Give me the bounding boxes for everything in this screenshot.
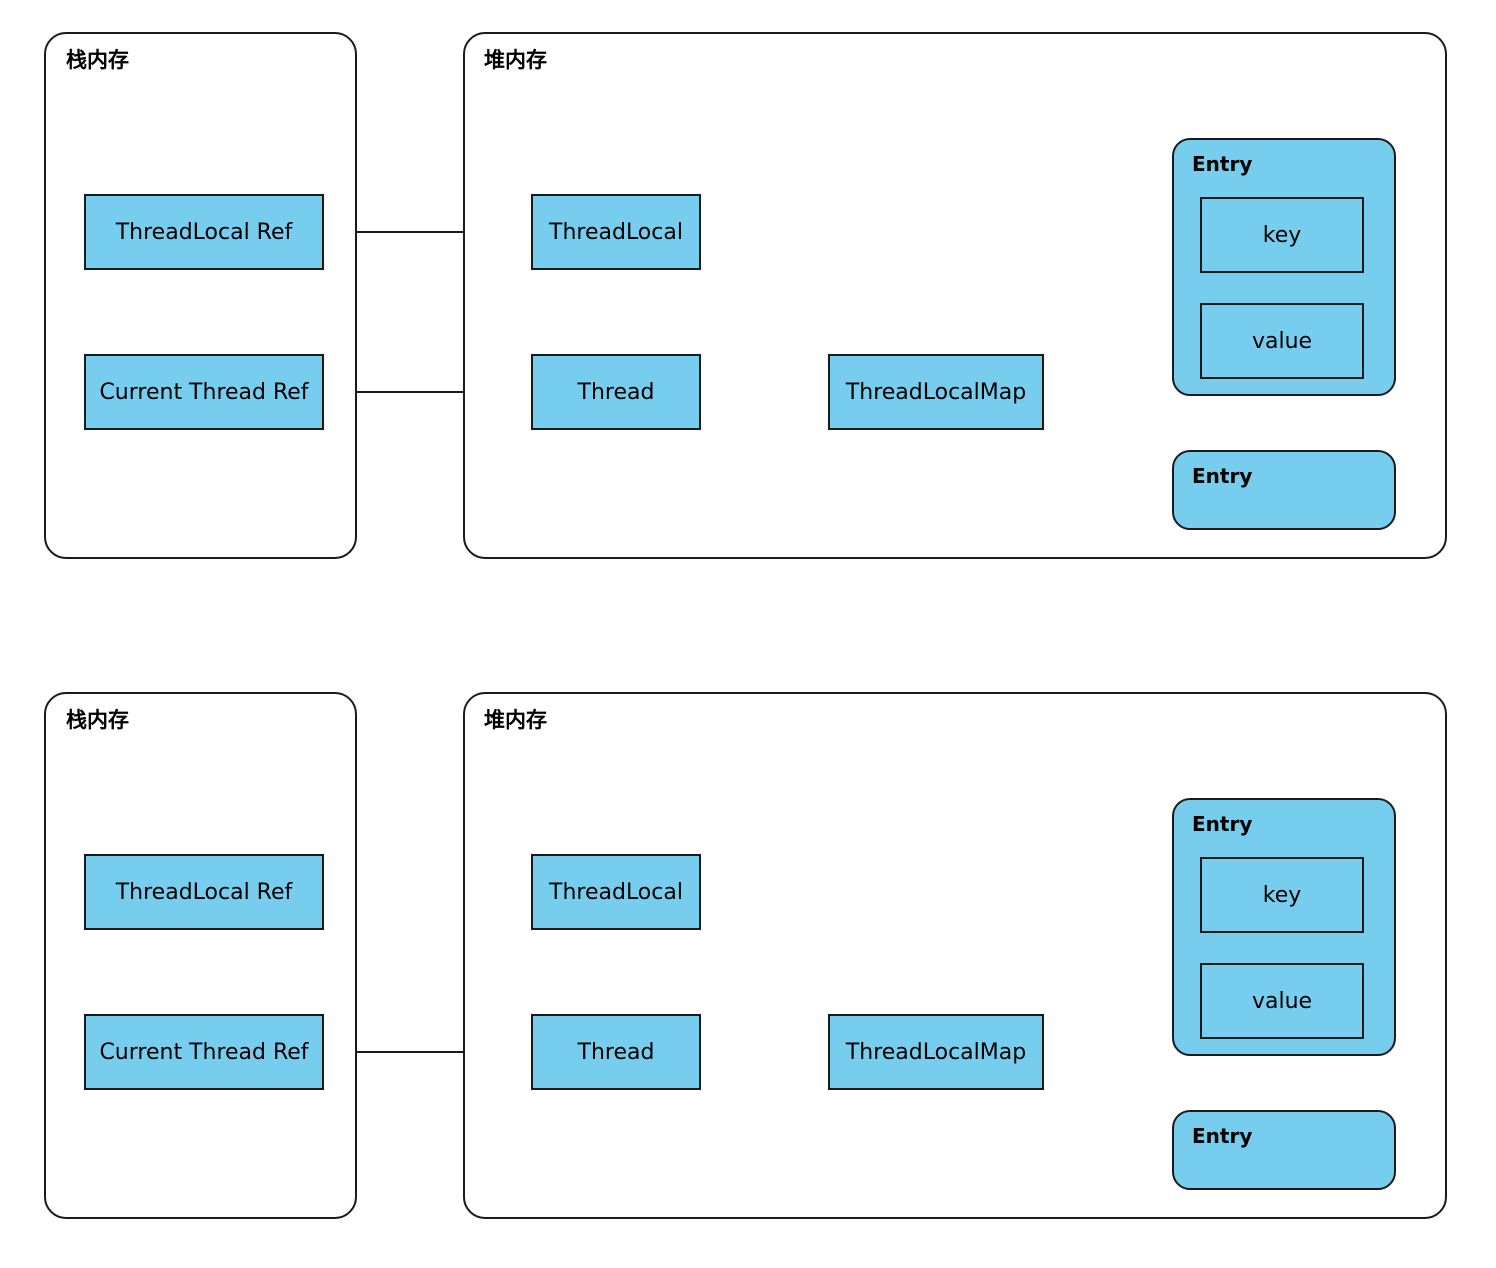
entry-value-field-top[interactable]: value — [1200, 303, 1364, 379]
stack-memory-region-bottom — [44, 692, 357, 1219]
node-threadlocal-top[interactable]: ThreadLocal — [531, 194, 701, 270]
entry-key-field-top[interactable]: key — [1200, 197, 1364, 273]
entry-label-bottom: Entry — [1192, 812, 1253, 836]
heap-memory-title-top: 堆内存 — [484, 48, 547, 72]
node-thread-bottom[interactable]: Thread — [531, 1014, 701, 1090]
entry-label-empty-top: Entry — [1192, 464, 1253, 488]
stack-memory-title-bottom: 栈内存 — [66, 708, 129, 732]
node-current-thread-ref-bottom[interactable]: Current Thread Ref — [84, 1014, 324, 1090]
entry-key-field-bottom[interactable]: key — [1200, 857, 1364, 933]
entry-value-field-bottom[interactable]: value — [1200, 963, 1364, 1039]
entry-label-top: Entry — [1192, 152, 1253, 176]
entry-box-empty-top[interactable]: Entry — [1172, 450, 1396, 530]
node-current-thread-ref-top[interactable]: Current Thread Ref — [84, 354, 324, 430]
entry-box-filled-top[interactable]: Entry key value — [1172, 138, 1396, 396]
entry-label-empty-bottom: Entry — [1192, 1124, 1253, 1148]
node-threadlocal-bottom[interactable]: ThreadLocal — [531, 854, 701, 930]
node-thread-top[interactable]: Thread — [531, 354, 701, 430]
entry-box-empty-bottom[interactable]: Entry — [1172, 1110, 1396, 1190]
stack-memory-region-top — [44, 32, 357, 559]
stack-memory-title-top: 栈内存 — [66, 48, 129, 72]
node-threadlocalmap-top[interactable]: ThreadLocalMap — [828, 354, 1044, 430]
entry-box-filled-bottom[interactable]: Entry key value — [1172, 798, 1396, 1056]
node-threadlocal-ref-bottom[interactable]: ThreadLocal Ref — [84, 854, 324, 930]
node-threadlocalmap-bottom[interactable]: ThreadLocalMap — [828, 1014, 1044, 1090]
node-threadlocal-ref-top[interactable]: ThreadLocal Ref — [84, 194, 324, 270]
heap-memory-title-bottom: 堆内存 — [484, 708, 547, 732]
